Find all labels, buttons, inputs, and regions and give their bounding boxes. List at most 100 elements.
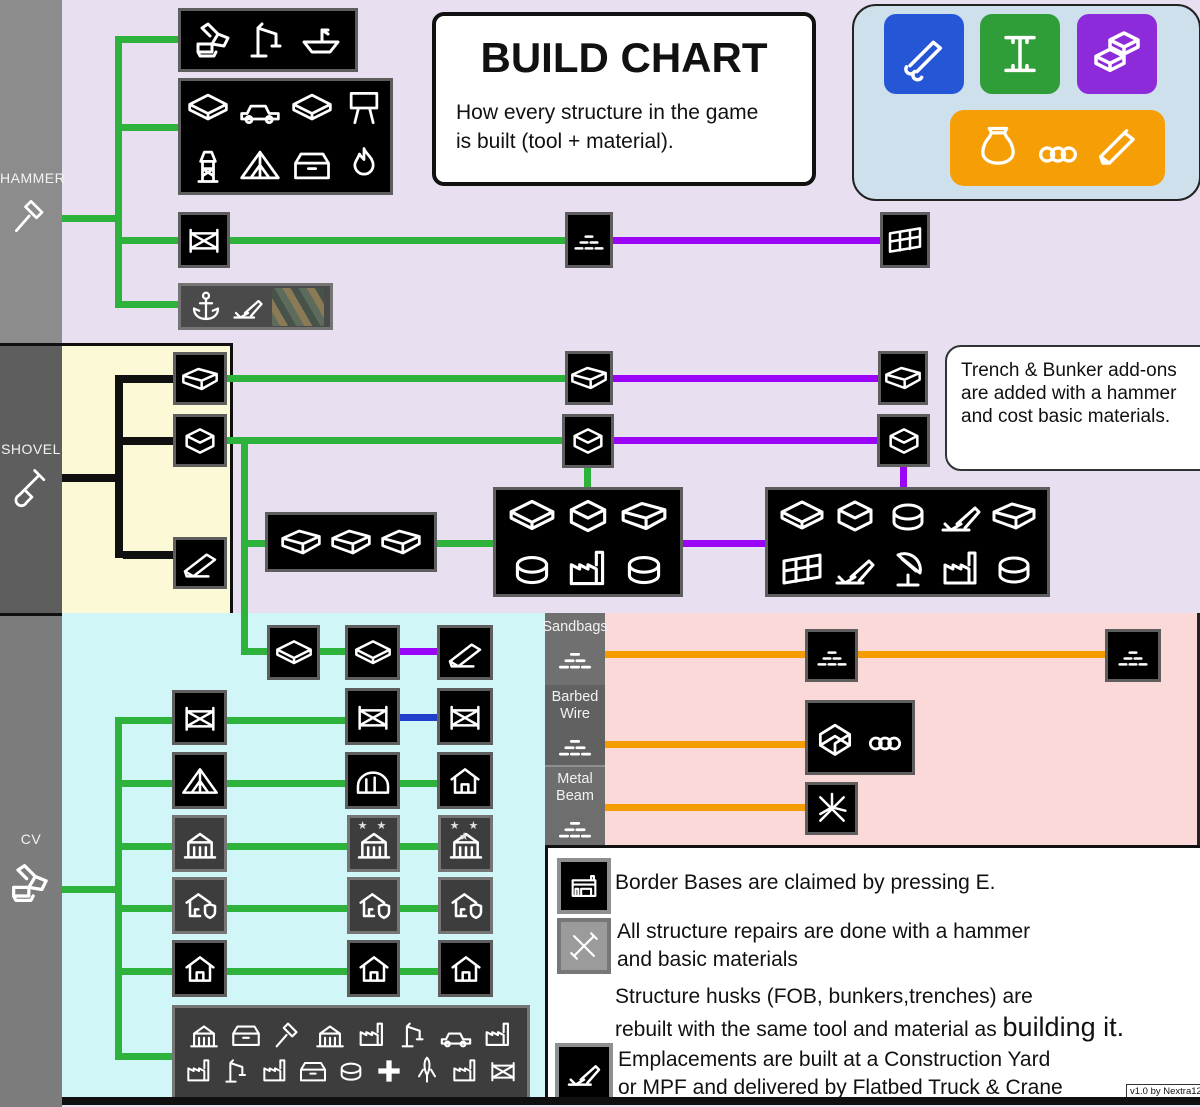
emplacement-gun-icon bbox=[564, 1053, 604, 1093]
quonset-hut-icon bbox=[353, 761, 393, 801]
connector bbox=[227, 968, 347, 975]
barbed-wire-label: Barbed Wire bbox=[551, 689, 599, 722]
refined-materials-tile bbox=[980, 14, 1060, 94]
two-star-badge: ★ ★ bbox=[357, 820, 390, 832]
howitzer-emplacement-icon bbox=[831, 545, 879, 593]
engine-room-icon bbox=[778, 545, 826, 593]
mg-bunker-icon bbox=[831, 492, 879, 540]
relic-gate-icon bbox=[487, 1055, 519, 1087]
wire-coil-icon bbox=[863, 716, 907, 760]
hammer-icon bbox=[271, 1018, 305, 1052]
concrete-base-icon bbox=[445, 633, 485, 673]
connector bbox=[122, 905, 172, 912]
i-beam-icon bbox=[992, 26, 1048, 82]
connector bbox=[122, 124, 178, 131]
sandbag-bunker-icon bbox=[568, 421, 608, 461]
shovel-bunker-t3-box bbox=[877, 414, 930, 467]
world-structures-row1 bbox=[187, 1018, 515, 1052]
anchor-icon bbox=[188, 289, 224, 325]
shelter-icon bbox=[180, 761, 220, 801]
metal-beam-icon bbox=[1092, 122, 1144, 174]
connector bbox=[227, 437, 562, 444]
sandbag-wall-icon bbox=[812, 636, 852, 676]
connector bbox=[248, 540, 265, 547]
repairs-text: All structure repairs are done with a ha… bbox=[617, 920, 1031, 971]
bunker-icon bbox=[180, 421, 220, 461]
connector bbox=[400, 905, 438, 912]
stone-gate-icon bbox=[445, 697, 485, 737]
cv-house-t1-box bbox=[172, 940, 227, 997]
hammer-label: HAMMER bbox=[0, 170, 66, 186]
cv-shelter-t1-box bbox=[172, 752, 227, 809]
metal-beam-label: Metal Beam bbox=[556, 771, 594, 804]
sidebar-hammer: HAMMER bbox=[0, 0, 66, 343]
sidebar-cv: CV bbox=[0, 613, 62, 1107]
camouflaged-trench-icon bbox=[329, 520, 373, 564]
sandbag-wall-icon bbox=[569, 220, 609, 260]
sandbag-wall-icon bbox=[1113, 636, 1153, 676]
cv-house-t3-box bbox=[438, 940, 493, 997]
barbed-pallet-holder bbox=[553, 723, 597, 772]
bunker-platform-icon bbox=[778, 492, 826, 540]
border-base-icon-box bbox=[557, 858, 611, 914]
connector bbox=[400, 843, 438, 850]
connector bbox=[123, 375, 173, 383]
tent-icon bbox=[238, 143, 282, 187]
gun-pit-icon bbox=[619, 544, 669, 594]
town-hall-icon bbox=[446, 824, 486, 864]
husks-emphasis: building it. bbox=[1002, 1012, 1125, 1042]
construction-yard-icon bbox=[397, 1018, 431, 1052]
repair-tools-icon-box bbox=[557, 918, 611, 974]
connector bbox=[227, 780, 345, 787]
hammer-vehicles-box bbox=[178, 8, 358, 72]
connector bbox=[62, 215, 118, 222]
emplacements-text: Emplacements are built at a Construction… bbox=[618, 1048, 1063, 1099]
sandbag-pallet-icon bbox=[553, 636, 597, 680]
garage-icon bbox=[229, 1018, 263, 1052]
shovel-trench-t3-box bbox=[878, 351, 928, 405]
town-hall-icon bbox=[187, 1018, 221, 1052]
connector bbox=[115, 717, 122, 1060]
connector bbox=[122, 843, 172, 850]
town-hall-icon bbox=[180, 824, 220, 864]
dugout-ramp-icon bbox=[180, 543, 220, 583]
cv-icon-holder bbox=[5, 857, 57, 914]
shovel-icon bbox=[9, 465, 53, 509]
connector bbox=[122, 1053, 172, 1060]
covered-trench-icon bbox=[279, 520, 323, 564]
sign-post-icon bbox=[342, 86, 386, 130]
open-bay-icon bbox=[619, 491, 669, 541]
barbed-wire-box bbox=[805, 700, 915, 775]
barbed-pallet-icon bbox=[553, 723, 597, 767]
camouflage-net-icon bbox=[271, 287, 324, 326]
shipyard-icon bbox=[221, 1055, 253, 1087]
emplacement-icon-box bbox=[555, 1043, 613, 1103]
cv-gate-t3-box bbox=[437, 688, 493, 745]
cv-townhall-t3-box: ★ ★ ★ bbox=[438, 815, 493, 872]
connector bbox=[122, 780, 172, 787]
concrete-materials-tile bbox=[1077, 14, 1157, 94]
shovel-trench-t2-box bbox=[565, 351, 613, 405]
supply-chest-icon bbox=[290, 143, 334, 187]
hammer-field-structures-box bbox=[178, 78, 393, 195]
connector bbox=[123, 551, 173, 559]
shovel-label: SHOVEL bbox=[1, 441, 61, 457]
beam-pallet-holder bbox=[553, 805, 597, 854]
field-label-sandbags-block: Sandbags bbox=[542, 613, 608, 685]
large-house-icon bbox=[354, 949, 394, 989]
page-subtitle: How every structure in the game is built… bbox=[456, 101, 759, 153]
connector bbox=[248, 648, 267, 655]
cv-base-t1-box bbox=[267, 625, 320, 680]
cv-label: CV bbox=[20, 831, 42, 847]
barge-icon bbox=[186, 86, 230, 130]
sandbag-wall-t2-box bbox=[1105, 629, 1161, 682]
connector bbox=[613, 375, 878, 382]
crane-vehicle-icon bbox=[244, 16, 292, 64]
generator-room-icon bbox=[563, 544, 613, 594]
three-star-badge: ★ ★ ★ bbox=[449, 820, 482, 843]
connector bbox=[62, 474, 118, 482]
bottom-border bbox=[62, 1097, 1200, 1105]
hammer-naval-box bbox=[178, 283, 333, 330]
bunker-addons-t2-box bbox=[493, 487, 683, 597]
repair-tools-icon bbox=[567, 929, 601, 963]
